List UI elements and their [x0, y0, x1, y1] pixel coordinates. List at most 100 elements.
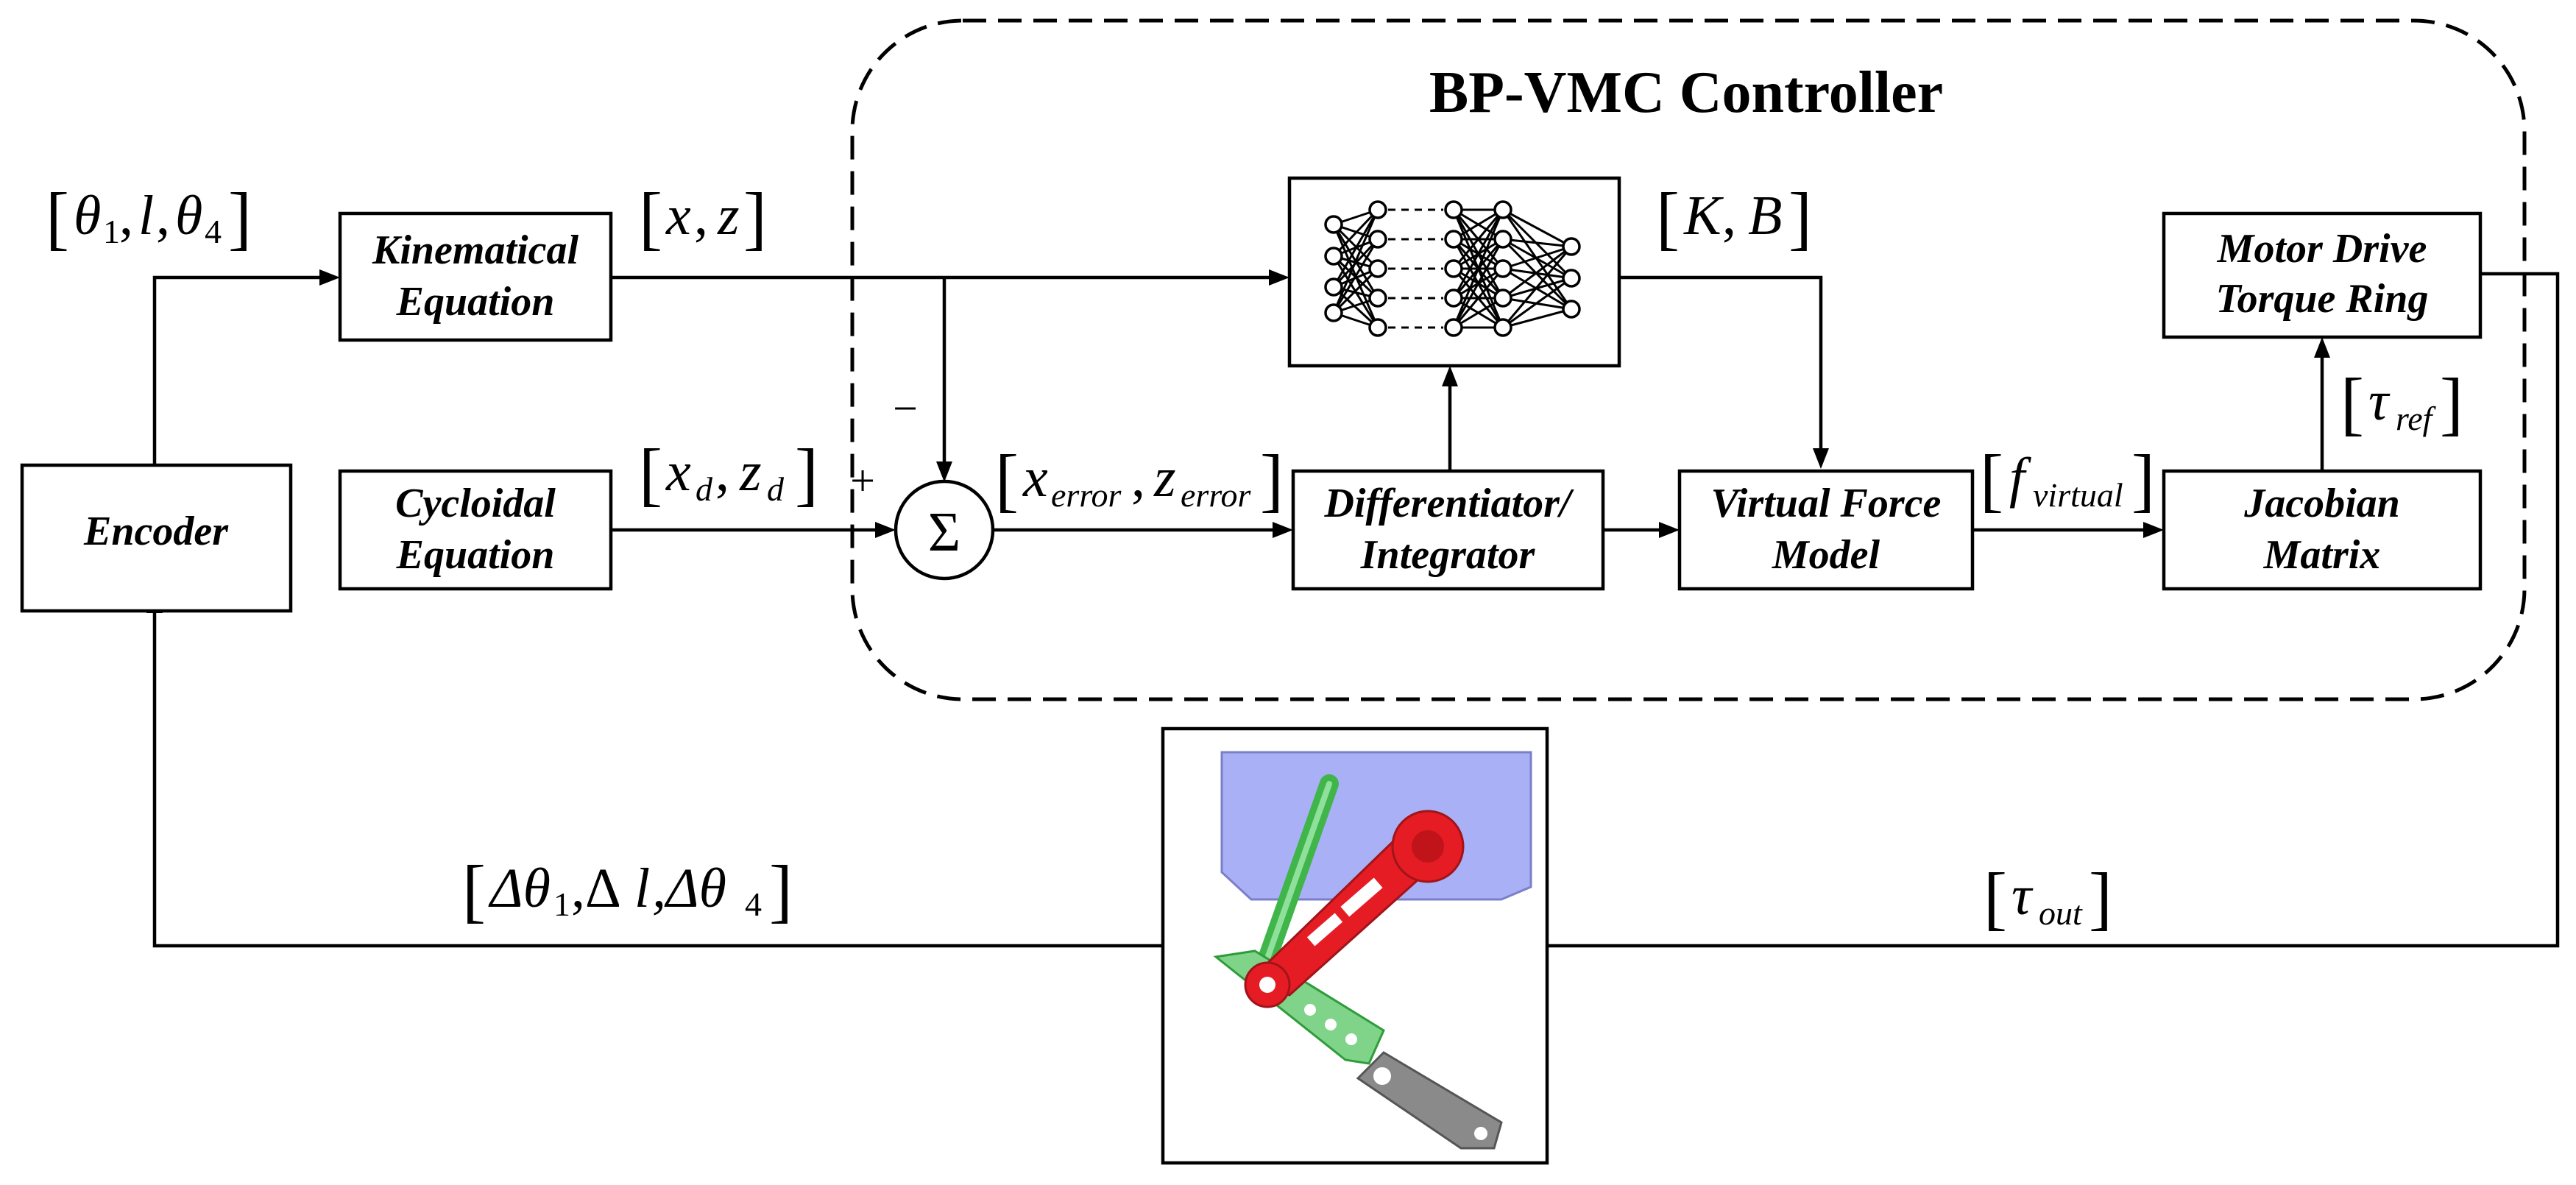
sym-theta: θ [74, 185, 101, 247]
sym-l: l [634, 857, 650, 919]
nn-node [1324, 277, 1343, 297]
sym-comma-delta: ,Δ [571, 857, 621, 919]
arrow-nn-in [1269, 269, 1289, 286]
sym-theta: θ [175, 185, 202, 247]
nn-edge [1502, 245, 1572, 300]
arrow-nn-bottom [1442, 366, 1458, 386]
nn-node [1444, 318, 1463, 337]
nn-node [1324, 247, 1343, 266]
signal-error: [ x error , z error ] [995, 440, 1284, 519]
bracket-close: ] [1788, 178, 1812, 257]
sym-f: f [2009, 447, 2031, 509]
sub-1: 1 [553, 885, 570, 923]
bracket-open: [ [639, 434, 662, 513]
sub-error: error [1051, 476, 1122, 514]
nn-node [1368, 318, 1387, 337]
nn-edge [1452, 209, 1504, 299]
sym-z: z [1153, 447, 1176, 509]
sub-error: error [1181, 476, 1252, 514]
sym-comma-delta-theta: ,Δθ [652, 857, 726, 919]
cycloidal-label-line2: Equation [396, 532, 555, 578]
signal-tauref: [ τ ref ] [2340, 364, 2463, 442]
bracket-open: [ [2340, 364, 2364, 442]
arrow-vfm-top [1813, 448, 1829, 469]
bracket-open: [ [46, 178, 69, 257]
signal-xd-zd: [ x d , z d ] [639, 434, 818, 513]
sub-out: out [2039, 894, 2083, 932]
bracket-open: [ [1656, 178, 1680, 257]
nn-node [1493, 259, 1512, 278]
sub-4: 4 [205, 213, 222, 250]
sub-ref: ref [2396, 400, 2437, 437]
wire-encoder-to-kinematical [152, 275, 324, 465]
motor-label-line1: Motor Drive [2217, 226, 2427, 272]
encoder-label: Encoder [83, 509, 229, 554]
wire-motor-to-leg [1547, 272, 2560, 948]
sym-delta-theta: Δθ [488, 857, 551, 919]
sym-comma: , [156, 185, 170, 247]
bracket-open: [ [1984, 858, 2007, 937]
signal-encoder-out: [ θ 1 , l , θ 4 ] [46, 178, 252, 257]
arrow-diff-in [1273, 522, 1293, 538]
nn-edge [1332, 267, 1379, 314]
jacobian-matrix-block: Jacobian Matrix [2162, 469, 2483, 591]
sym-comma: , [1722, 185, 1736, 247]
kinematical-label-line2: Equation [396, 279, 555, 325]
bracket-close: ] [795, 434, 818, 513]
bracket-open: [ [462, 851, 486, 930]
bracket-close: ] [2131, 440, 2155, 519]
controller-title: BP-VMC Controller [1429, 60, 1943, 125]
nn-edge [1332, 209, 1379, 288]
nn-node [1493, 200, 1512, 219]
nn-node [1324, 215, 1343, 234]
plus-sign: + [850, 456, 875, 505]
sym-comma: , [694, 185, 708, 247]
nn-node [1444, 289, 1463, 308]
sym-comma: , [119, 185, 133, 247]
arrow-jacobian-in [2143, 522, 2164, 538]
bracket-close: ] [228, 178, 252, 257]
sym-comma: , [715, 441, 729, 503]
kinematical-label-line1: Kinematical [372, 227, 578, 273]
arrow-kinematical-in [319, 269, 340, 286]
bracket-close: ] [743, 178, 767, 257]
sym-x: x [1022, 447, 1048, 509]
signal-fvirtual: [ f virtual ] [1980, 440, 2155, 519]
nn-node [1562, 237, 1581, 256]
differentiator-integrator-block: Differentiator/ Integrator [1291, 469, 1605, 591]
wire-leg-to-encoder [152, 611, 1163, 948]
sym-z: z [739, 441, 762, 503]
signal-kb: [ K , B ] [1656, 178, 1812, 257]
sub-4: 4 [745, 885, 762, 923]
differentiator-label-line2: Integrator [1360, 532, 1536, 578]
sub-1: 1 [103, 213, 120, 250]
nn-edge [1452, 209, 1504, 328]
nn-edge [1502, 245, 1572, 270]
nn-node [1562, 269, 1581, 288]
nn-node [1324, 303, 1343, 322]
nn-edge [1502, 277, 1572, 329]
jacobian-label-line2: Matrix [2263, 532, 2381, 578]
nn-node [1493, 318, 1512, 337]
sym-x: x [665, 441, 691, 503]
sym-k: K [1683, 185, 1724, 247]
nn-edge [1332, 238, 1379, 314]
nn-edge [1452, 238, 1504, 328]
motor-label-line2: Torque Ring [2216, 276, 2429, 322]
sigma-icon: Σ [928, 501, 960, 563]
nn-node [1368, 200, 1387, 219]
virtual-force-model-block: Virtual Force Model [1677, 469, 1975, 591]
nn-node [1444, 259, 1463, 278]
bracket-close: ] [2089, 858, 2112, 937]
nn-node [1493, 289, 1512, 308]
differentiator-label-line1: Differentiator/ [1324, 481, 1574, 526]
arrow-sum-minus [936, 461, 952, 482]
summing-junction: Σ [894, 479, 995, 581]
jacobian-label-line1: Jacobian [2243, 481, 2400, 526]
nn-edge [1502, 208, 1572, 248]
sym-z: z [717, 185, 740, 247]
signal-tauout: [ τ out ] [1984, 858, 2112, 937]
bracket-open: [ [1980, 440, 2003, 519]
nn-node [1444, 230, 1463, 249]
